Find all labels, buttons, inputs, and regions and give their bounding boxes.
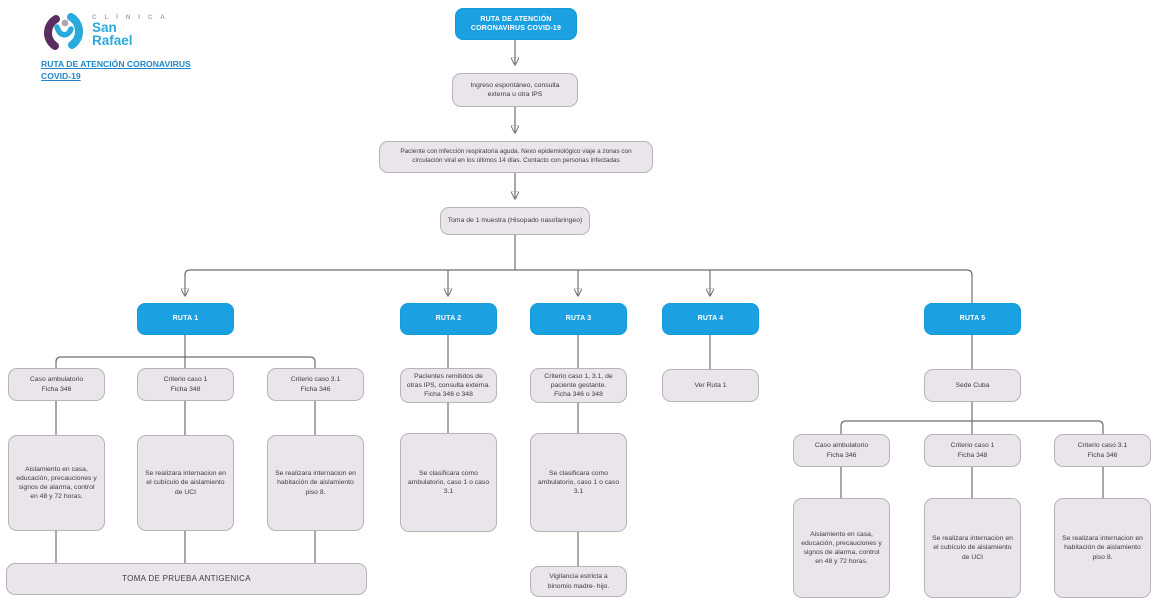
flow-node-r1-caso-ambulatorio: Caso ambulatorio Ficha 346 [8, 368, 105, 401]
flow-node-r1-aislamiento-casa: Aislamiento en casa, educación, precauci… [8, 435, 105, 531]
flow-node-toma-prueba-antigenica: TOMA DE PRUEBA ANTIGENICA [6, 563, 367, 595]
clinic-logo: C L Í N I C A San Rafael [42, 11, 168, 53]
clinic-logo-text: C L Í N I C A San Rafael [92, 11, 168, 48]
clinic-name-top: San [92, 20, 117, 35]
connector-bus-main [55, 235, 1104, 566]
flow-node-r5-aislamiento-casa: Aislamiento en casa, educación, precauci… [793, 498, 890, 598]
flow-node-ruta-3: RUTA 3 [530, 303, 627, 335]
flow-node-ruta-5: RUTA 5 [924, 303, 1021, 335]
flow-node-ingreso: Ingreso espontáneo, consulta externa u o… [452, 73, 578, 107]
flow-node-paciente: Paciente con infección respiratoria agud… [379, 141, 653, 173]
flow-node-r5-caso-ambulatorio: Caso ambulatorio Ficha 346 [793, 434, 890, 467]
flow-node-r3-clasificacion: Se clasificara como ambulatorio, caso 1 … [530, 433, 627, 532]
flow-node-r5-internacion-piso8: Se realizara internacion en habitación d… [1054, 498, 1151, 598]
flow-node-r5-criterio-caso-1: Criterio caso 1 Ficha 348 [924, 434, 1021, 467]
flow-node-toma-muestra: Toma de 1 muestra (Hisopado nasofaringeo… [440, 207, 590, 235]
flow-node-ruta-4: RUTA 4 [662, 303, 759, 335]
flow-node-r5-internacion-uci: Se realizara internacion en el cubículo … [924, 498, 1021, 598]
flow-node-r2-pacientes-remitidos: Pacientes remitidos de otras IPS, consul… [400, 368, 497, 403]
flow-node-r1-criterio-caso-1: Criterio caso 1 Ficha 348 [137, 368, 234, 401]
flow-node-root: RUTA DE ATENCIÓN CORONAVIRUS COVID-19 [455, 8, 577, 40]
flow-node-r3-criterio-gestante: Criterio caso 1, 3.1, de paciente gestan… [530, 368, 627, 403]
flow-node-r4-ver-ruta-1: Ver Ruta 1 [662, 369, 759, 402]
document-title-link[interactable]: RUTA DE ATENCIÓN CORONAVIRUS COVID-19 [41, 59, 191, 82]
flow-node-r2-clasificacion: Se clasificara como ambulatorio, caso 1 … [400, 433, 497, 532]
flow-node-r1-internacion-piso8: Se realizara internacion en habitación d… [267, 435, 364, 531]
clinic-label: C L Í N I C A [92, 14, 168, 21]
flow-node-r3-vigilancia-binomio: Vigilancia estricta a binomio madre- hij… [530, 566, 627, 597]
flow-node-r1-internacion-uci: Se realizara internacion en el cubículo … [137, 435, 234, 531]
clinic-name-bottom: Rafael [92, 32, 133, 48]
flow-node-r1-criterio-caso-31: Criterio caso 3.1 Ficha 346 [267, 368, 364, 401]
flow-node-r5-sede-cuba: Sede Cuba [924, 369, 1021, 402]
clinic-logo-emblem-icon [44, 13, 83, 50]
flow-node-ruta-2: RUTA 2 [400, 303, 497, 335]
flow-node-ruta-1: RUTA 1 [137, 303, 234, 335]
flow-node-r5-criterio-caso-31: Criterio caso 3.1 Ficha 346 [1054, 434, 1151, 467]
